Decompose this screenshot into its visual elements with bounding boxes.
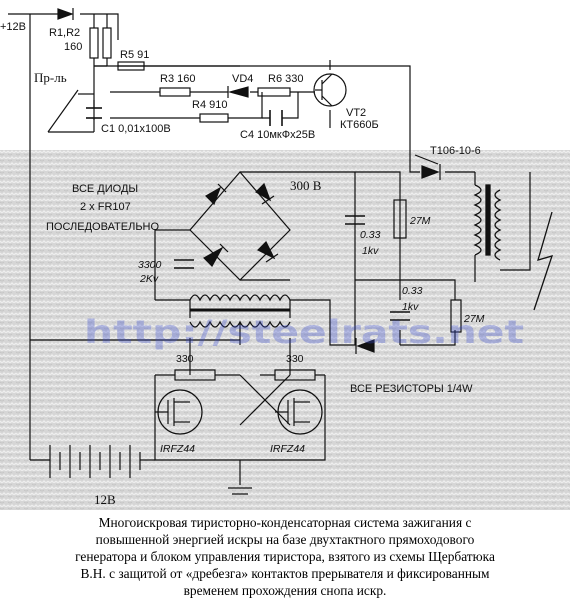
figure-caption: Многоискровая тиристорно-конденсаторная … [0,514,570,599]
label-r3: R3 160 [160,73,195,85]
schematic-diagram: +12В R1,R2 160 Пр-ль R5 91 R3 160 VD4 R6… [0,8,570,510]
label-battery: 12В [94,492,116,507]
label-c1: C1 0,01х100В [101,123,171,135]
diode-input-icon [57,8,74,20]
label-c4: C4 10мкФх25В [240,129,315,141]
label-supply: +12В [0,21,26,33]
label-diodes-3: ПОСЛЕДОВАТЕЛЬНО [46,221,159,233]
label-cap-hv-1: 3300 [138,259,162,271]
label-diodes-1: ВСЕ ДИОДЫ [72,183,138,195]
label-diodes-2: 2 x FR107 [80,201,131,213]
caption-line-3: генератора и блоком управления тиристора… [75,549,495,564]
mosfet-right-icon [275,389,323,435]
resistor-gate-icon [174,369,316,381]
watermark: http://steelrats.net [84,313,524,351]
diode-vd4-icon [227,86,249,98]
resistor-r5-icon [117,61,145,71]
resistor-r4-icon [199,113,229,123]
label-breaker: Пр-ль [34,70,67,85]
diode-bridge-icon [189,171,291,281]
ignition-coil-icon [473,184,502,261]
wires [8,13,531,495]
label-vd4: VD4 [232,73,253,85]
resistor-r6-icon [257,87,291,97]
transistor-vt2-icon [313,73,347,107]
thyristor-icon [414,154,441,180]
capacitor-hv-icon [174,259,194,269]
resistor-r1r2-icon [89,27,112,59]
resistor-27m-icon [393,199,462,333]
knit-background [0,150,570,510]
label-r6: R6 330 [268,73,303,85]
capacitor-c1-icon [86,107,102,119]
label-vt2-type: КТ660Б [340,119,379,131]
label-thyristor: Т106-10-6 [430,145,481,157]
caption-line-2: повышенной энергией искры на базе двухта… [95,532,475,547]
label-cap-hv-2: 2Kv [139,273,159,285]
label-vt2: VT2 [346,107,366,119]
label-r1r2-value: 160 [64,41,82,53]
caption-line-1: Многоискровая тиристорно-конденсаторная … [98,515,472,530]
spark-icon [533,211,554,311]
capacitor-c4-icon [269,110,283,126]
label-cap-033-a: 0.33 [360,229,381,241]
caption-line-5: временем прохождения снопа искр. [183,583,387,598]
label-gate-r-left: 330 [176,353,194,365]
capacitor-033-icon [345,215,410,321]
label-cap-1kv-a: 1kv [362,245,379,257]
label-r1r2: R1,R2 [49,27,80,39]
label-cap-033-b: 0.33 [402,285,423,297]
transformer-icon [189,294,291,328]
label-res-27m-a: 27M [409,215,431,227]
label-mosfet-left: IRFZ44 [160,443,195,455]
label-all-resistors: ВСЕ РЕЗИСТОРЫ 1/4W [350,383,473,395]
label-gate-r-right: 330 [286,353,304,365]
resistor-r3-icon [159,87,191,97]
label-cap-1kv-b: 1kv [402,301,419,313]
diode-bottom-icon [355,338,375,354]
label-res-27m-b: 27M [463,313,485,325]
label-voltage: 300 В [290,178,322,193]
label-r4: R4 910 [192,99,227,111]
caption-line-4: В.Н. с защитой от «дребезга» контактов п… [80,566,490,581]
mosfet-left-icon [155,389,203,435]
label-mosfet-right: IRFZ44 [270,443,305,455]
label-r5: R5 91 [120,49,149,61]
